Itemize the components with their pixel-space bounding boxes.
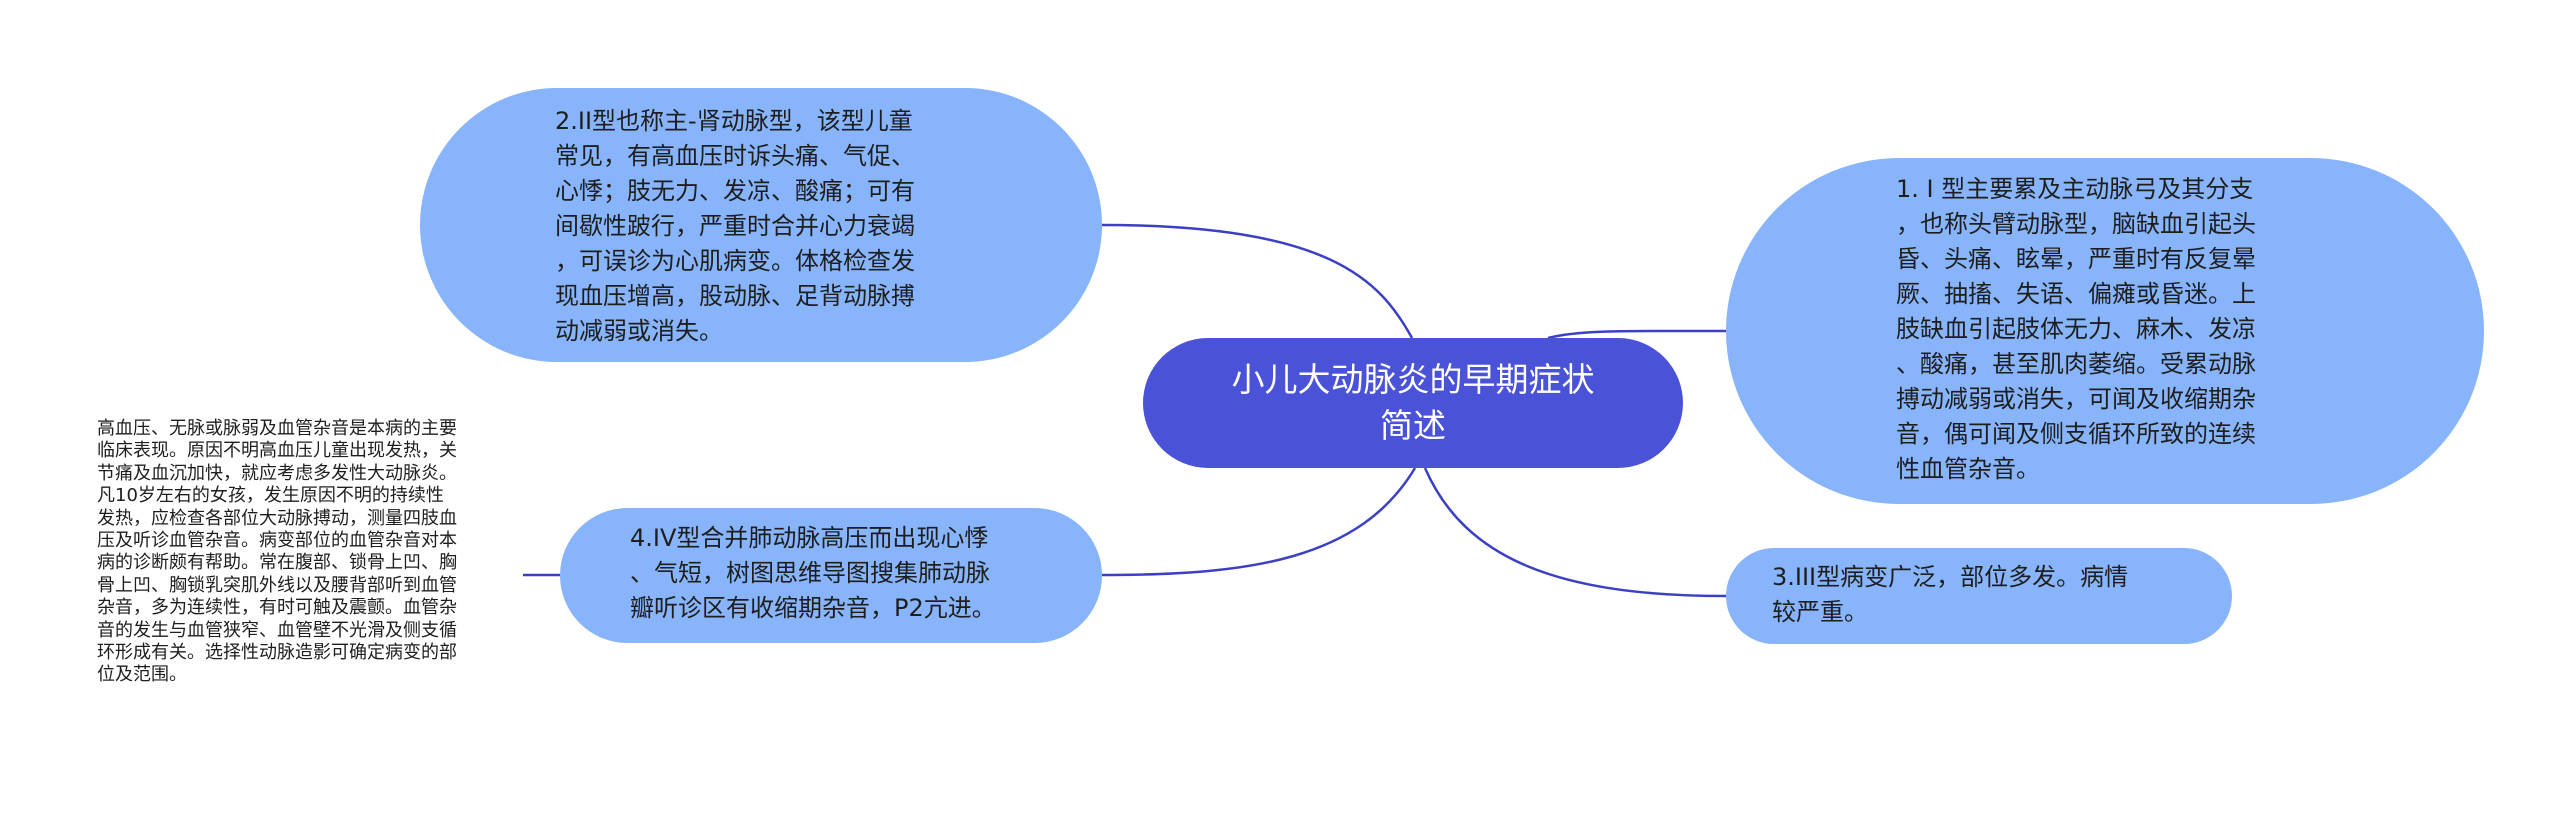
topic-type-3[interactable]: 3.III型病变广泛，部位多发。病情 较严重。 xyxy=(1726,548,2232,644)
topic-type-1[interactable]: 1. I 型主要累及主动脉弓及其分支 ，也称头臂动脉型，脑缺血引起头 昏、头痛、… xyxy=(1726,158,2484,504)
topic-type-1-label: 1. I 型主要累及主动脉弓及其分支 ，也称头臂动脉型，脑缺血引起头 昏、头痛、… xyxy=(1896,175,2256,483)
connector-center-to-type2 xyxy=(1101,223,1414,339)
connector-center-to-type3 xyxy=(1423,467,1727,598)
topic-type-4-label: 4.IV型合并肺动脉高压而出现心悸 、气短，树图思维导图搜集肺动脉 瓣听诊区有收… xyxy=(630,524,996,622)
central-topic[interactable]: 小儿大动脉炎的早期症状 简述 xyxy=(1143,338,1683,468)
subtopic-clinical-notes[interactable]: 高血压、无脉或脉弱及血管杂音是本病的主要 临床表现。原因不明高血压儿童出现发热，… xyxy=(97,418,523,687)
subtopic-clinical-notes-label: 高血压、无脉或脉弱及血管杂音是本病的主要 临床表现。原因不明高血压儿童出现发热，… xyxy=(97,418,457,686)
connector-center-to-type1 xyxy=(1547,329,1727,340)
topic-type-4[interactable]: 4.IV型合并肺动脉高压而出现心悸 、气短，树图思维导图搜集肺动脉 瓣听诊区有收… xyxy=(560,508,1102,643)
central-topic-label: 小儿大动脉炎的早期症状 简述 xyxy=(1231,360,1595,445)
connector-center-to-type4 xyxy=(1101,467,1417,577)
topic-type-2-label: 2.II型也称主-肾动脉型，该型儿童 常见，有高血压时诉头痛、气促、 心悸；肢无… xyxy=(555,107,915,345)
topic-type-2[interactable]: 2.II型也称主-肾动脉型，该型儿童 常见，有高血压时诉头痛、气促、 心悸；肢无… xyxy=(420,88,1102,362)
topic-type-3-label: 3.III型病变广泛，部位多发。病情 较严重。 xyxy=(1772,563,2129,626)
